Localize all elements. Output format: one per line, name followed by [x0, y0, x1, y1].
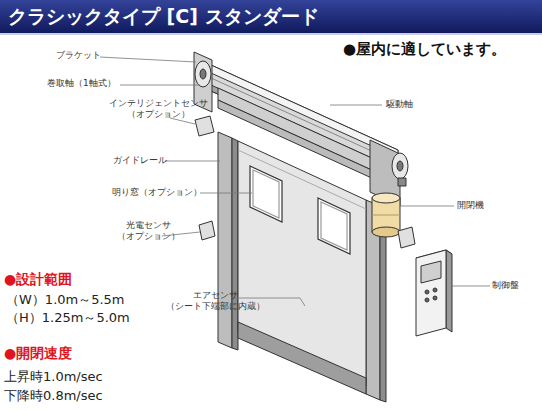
leader-line: [100, 57, 196, 62]
leader-line: [452, 286, 490, 287]
section-heading: ●開閉速度: [4, 345, 72, 363]
part-name: 明り窓（オプション）: [112, 187, 202, 198]
spec-value: （H）1.25m～5.0m: [6, 310, 130, 326]
sensor: [195, 116, 214, 136]
bracket: [398, 178, 406, 186]
bracket: [200, 69, 206, 79]
control-panel: [416, 250, 452, 336]
bracket: [397, 161, 403, 171]
part-name: エアセンサ （シート下端部に内蔵）: [166, 290, 265, 313]
light-window: [250, 166, 282, 222]
part-name: インテリジェントセンサ （オプション）: [109, 98, 208, 121]
part-name: ガイドレール: [113, 155, 167, 166]
winding-shaft: [200, 60, 398, 190]
leader-line: [200, 193, 252, 194]
leader-line: [120, 85, 200, 86]
bracket: [195, 61, 211, 87]
light-window: [321, 202, 347, 250]
door-sheet: [238, 322, 366, 394]
guide-rail: [218, 132, 232, 348]
leader-line: [235, 298, 300, 299]
title-bar: クラシックタイプ [C] スタンダード: [0, 0, 542, 35]
door-sheet: [238, 141, 366, 386]
opening-machine: [372, 227, 400, 237]
control-panel: [433, 288, 437, 292]
part-name: ブラケット: [56, 50, 101, 61]
control-panel: [416, 250, 446, 336]
control-panel: [425, 298, 429, 302]
control-panel: [433, 296, 437, 300]
spec-value: （W）1.0m～5.5m: [6, 292, 125, 308]
leader-line: [400, 206, 454, 207]
leader-line: [330, 105, 382, 106]
control-panel: [446, 250, 452, 332]
spec-value: 上昇時1.0m/sec: [4, 369, 103, 385]
part-name: 光電センサ （オプション）: [117, 220, 180, 243]
leader-line: [100, 57, 490, 306]
sensor: [199, 221, 215, 240]
part-name: 巻取軸（1軸式）: [47, 78, 116, 89]
sensor: [195, 116, 415, 248]
bracket: [194, 52, 408, 206]
part-name: 開閉機: [457, 200, 484, 211]
control-panel: [421, 261, 441, 283]
control-panel: [425, 290, 429, 294]
opening-machine: [372, 193, 400, 237]
title-text: クラシックタイプ [C] スタンダード: [8, 5, 319, 27]
opening-machine: [372, 193, 400, 203]
note: ●屋内に適しています。: [343, 40, 506, 59]
part-name: 制御盤: [492, 280, 519, 291]
guide-rail: [232, 138, 238, 350]
section-heading: ●設計範囲: [4, 271, 72, 289]
light-window: [318, 198, 350, 254]
part-name: 駆動軸: [386, 99, 413, 110]
light-window: [250, 166, 350, 254]
door-sheet: [238, 141, 366, 394]
light-window: [253, 170, 279, 218]
leader-line: [165, 161, 220, 162]
leader-line: [300, 298, 305, 306]
bracket: [392, 153, 408, 179]
spec-value: 下降時0.8m/sec: [4, 388, 103, 404]
sensor: [398, 227, 415, 248]
opening-machine: [372, 215, 400, 216]
winding-shaft: [200, 73, 398, 163]
